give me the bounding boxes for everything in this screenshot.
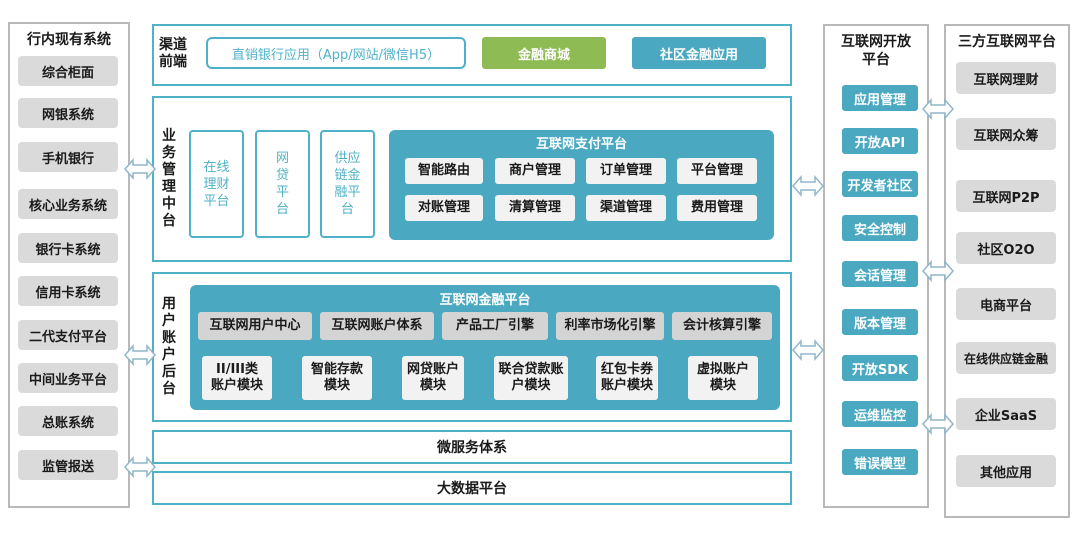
virtual-account-module: 虚拟账户模块 xyxy=(688,356,758,400)
accounting-engine: 会计核算引擎 xyxy=(672,312,772,340)
finance-platform-panel xyxy=(190,285,780,410)
community-finance-app: 社区金融应用 xyxy=(632,37,766,69)
third-item-supply-chain: 在线供应链金融 xyxy=(956,342,1056,374)
finance-mall: 金融商城 xyxy=(482,37,606,69)
microservice-bar: 微服务体系 xyxy=(152,430,792,464)
system-item-counter: 综合柜面 xyxy=(18,56,118,86)
coupon-account-module: 红包卡券账户模块 xyxy=(596,356,658,400)
product-factory: 产品工厂引擎 xyxy=(442,312,548,340)
third-party-column: 三方互联网平台 xyxy=(944,24,1070,518)
user-account-label: 用户账户后台 xyxy=(162,296,176,397)
open-item-dev-community: 开发者社区 xyxy=(842,171,918,197)
third-item-p2p: 互联网P2P xyxy=(956,180,1056,212)
bigdata-bar: 大数据平台 xyxy=(152,471,792,505)
business-middle-label: 业务管理中台 xyxy=(162,128,176,229)
double-arrow-icon xyxy=(791,339,825,361)
double-arrow-icon xyxy=(123,344,157,366)
double-arrow-icon xyxy=(123,158,157,180)
double-arrow-icon xyxy=(791,175,825,197)
class23-account-module: II/III类账户模块 xyxy=(202,356,272,400)
open-item-app-mgmt: 应用管理 xyxy=(842,85,918,111)
joint-loan-module: 联合贷款账户模块 xyxy=(494,356,568,400)
third-item-saas: 企业SaaS xyxy=(956,398,1056,430)
open-item-ops-monitor: 运维监控 xyxy=(842,401,918,427)
third-item-o2o: 社区O2O xyxy=(956,232,1056,264)
system-item-regulatory: 监管报送 xyxy=(18,450,118,480)
open-item-api: 开放API xyxy=(842,128,918,154)
direct-bank-app: 直销银行应用（App/网站/微信H5） xyxy=(206,37,466,69)
third-item-ecommerce: 电商平台 xyxy=(956,288,1056,320)
module-smart-routing: 智能路由 xyxy=(405,158,483,184)
system-item-middle: 中间业务平台 xyxy=(18,363,118,393)
third-item-wealth: 互联网理财 xyxy=(956,62,1056,94)
card-supply-chain: 供应链金融平台 xyxy=(320,130,375,238)
module-reconcile: 对账管理 xyxy=(405,195,483,221)
system-item-ledger: 总账系统 xyxy=(18,406,118,436)
smart-deposit-module: 智能存款模块 xyxy=(302,356,372,400)
open-item-sdk: 开放SDK xyxy=(842,355,918,381)
third-item-other: 其他应用 xyxy=(956,455,1056,487)
existing-systems-title: 行内现有系统 xyxy=(27,32,111,48)
open-platform-title: 互联网开放平台 xyxy=(841,34,911,68)
system-item-mobile-bank: 手机银行 xyxy=(18,142,118,172)
finance-platform-title: 互联网金融平台 xyxy=(439,293,531,308)
account-system: 互联网账户体系 xyxy=(320,312,434,340)
system-item-bankcard: 银行卡系统 xyxy=(18,233,118,263)
rate-engine: 利率市场化引擎 xyxy=(556,312,664,340)
open-item-session: 会话管理 xyxy=(842,261,918,287)
system-item-payment2: 二代支付平台 xyxy=(18,320,118,350)
open-item-security: 安全控制 xyxy=(842,215,918,241)
payment-platform-title: 互联网支付平台 xyxy=(535,137,627,152)
double-arrow-icon xyxy=(921,98,955,120)
module-order: 订单管理 xyxy=(586,158,666,184)
module-channel: 渠道管理 xyxy=(586,195,666,221)
third-party-title: 三方互联网平台 xyxy=(958,34,1056,50)
card-online-wealth: 在线理财平台 xyxy=(189,130,244,238)
loan-account-module: 网贷账户模块 xyxy=(402,356,464,400)
open-item-version: 版本管理 xyxy=(842,309,918,335)
module-fee: 费用管理 xyxy=(677,195,757,221)
system-item-ebank: 网银系统 xyxy=(18,98,118,128)
channel-frontend-label: 渠道前端 xyxy=(159,37,187,70)
user-center: 互联网用户中心 xyxy=(198,312,312,340)
card-online-loan: 网贷平台 xyxy=(255,130,310,238)
third-item-crowdfunding: 互联网众筹 xyxy=(956,118,1056,150)
double-arrow-icon xyxy=(123,456,157,478)
module-platform: 平台管理 xyxy=(677,158,757,184)
double-arrow-icon xyxy=(921,413,955,435)
open-item-error-model: 错误模型 xyxy=(842,449,918,475)
module-merchant: 商户管理 xyxy=(495,158,575,184)
system-item-core: 核心业务系统 xyxy=(18,189,118,219)
system-item-creditcard: 信用卡系统 xyxy=(18,276,118,306)
payment-platform-panel xyxy=(389,130,774,240)
double-arrow-icon xyxy=(921,260,955,282)
module-clearing: 清算管理 xyxy=(495,195,575,221)
